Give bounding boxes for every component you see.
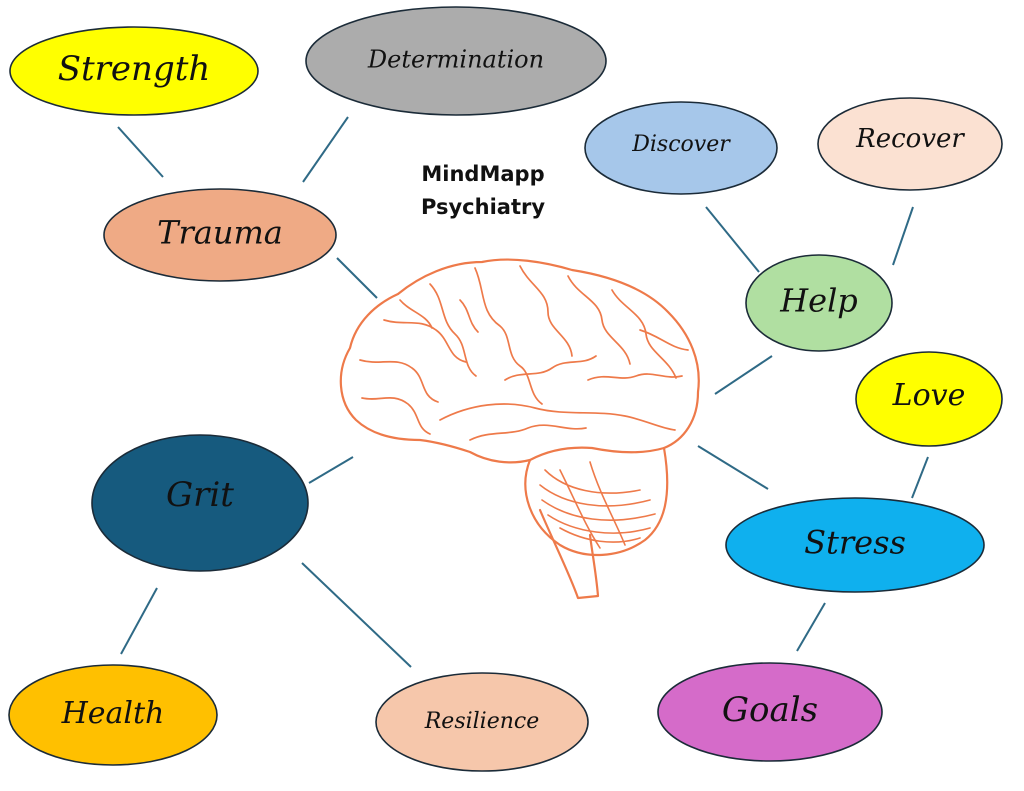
brain-cerebellum [524, 446, 669, 557]
node-recover-ellipse[interactable] [817, 97, 1003, 191]
cerebellum-fold [589, 461, 626, 546]
brain-sulcus [359, 359, 439, 403]
node-strength-ellipse[interactable] [9, 26, 259, 116]
brain-sulcus [399, 299, 433, 329]
node-health-label: Health [61, 696, 165, 731]
brain-sulcus [474, 267, 543, 405]
brain-cerebrum-outline [339, 258, 700, 464]
brain-illustration [339, 258, 700, 600]
node-love-label: Love [892, 378, 966, 413]
connector-stress-goals [796, 602, 826, 652]
cerebellum-fold [539, 484, 651, 507]
node-stress-label: Stress [804, 524, 906, 562]
brain-sulcus [459, 299, 479, 333]
node-grit-label: Grit [166, 475, 234, 515]
brain-stem [538, 508, 600, 600]
cerebellum-fold [559, 469, 601, 549]
brain-sulcus [504, 355, 597, 381]
node-goals-ellipse[interactable] [657, 662, 883, 762]
node-resilience-ellipse[interactable] [375, 672, 589, 772]
node-goals-label: Goals [722, 690, 818, 730]
connector-grit-health [120, 587, 158, 655]
node-recover-label: Recover [855, 124, 965, 154]
node-determination-ellipse[interactable] [305, 6, 607, 116]
node-grit-ellipse[interactable] [91, 434, 309, 572]
brain-sulcus [567, 275, 631, 365]
node-determination-label: Determination [367, 46, 544, 74]
connector-strength-trauma [117, 126, 164, 178]
cerebellum-fold [544, 469, 641, 494]
brain-sulcus [383, 319, 467, 363]
cerebellum-fold [547, 514, 651, 534]
connector-brain-grit [308, 456, 354, 484]
connector-determination-trauma [302, 116, 349, 183]
node-trauma-label: Trauma [157, 214, 283, 252]
node-trauma-ellipse[interactable] [103, 188, 337, 282]
brain-sulcus [519, 265, 573, 357]
node-discover-ellipse[interactable] [584, 101, 778, 195]
node-stress-ellipse[interactable] [725, 497, 985, 593]
connector-trauma-brain [336, 257, 378, 299]
brain-sulcus [429, 283, 477, 377]
connector-grit-resilience [301, 562, 412, 668]
cerebellum-fold [559, 527, 641, 543]
node-discover-label: Discover [631, 132, 731, 157]
node-love-ellipse[interactable] [855, 351, 1003, 447]
brain-sulcus [361, 397, 431, 435]
brain-sulcus [469, 424, 587, 441]
node-help-ellipse[interactable] [745, 254, 893, 352]
connector-recover-help [892, 206, 914, 266]
brain-sulcus [587, 373, 683, 381]
node-help-label: Help [779, 282, 858, 320]
brain-lateral-fissure [439, 403, 676, 431]
title-line-1: MindMapp [421, 162, 544, 186]
node-resilience-label: Resilience [424, 709, 540, 734]
connector-help-brain [714, 355, 773, 395]
connector-discover-help [705, 206, 760, 273]
connector-brain-stress [697, 445, 769, 490]
title-line-2: Psychiatry [421, 195, 545, 219]
connector-love-stress [911, 456, 929, 499]
cerebellum-fold [541, 499, 656, 521]
brain-sulcus [639, 329, 689, 351]
node-strength-label: Strength [58, 49, 211, 89]
brain-sulcus [611, 289, 677, 379]
node-health-ellipse[interactable] [8, 664, 218, 766]
connectors [117, 116, 929, 668]
